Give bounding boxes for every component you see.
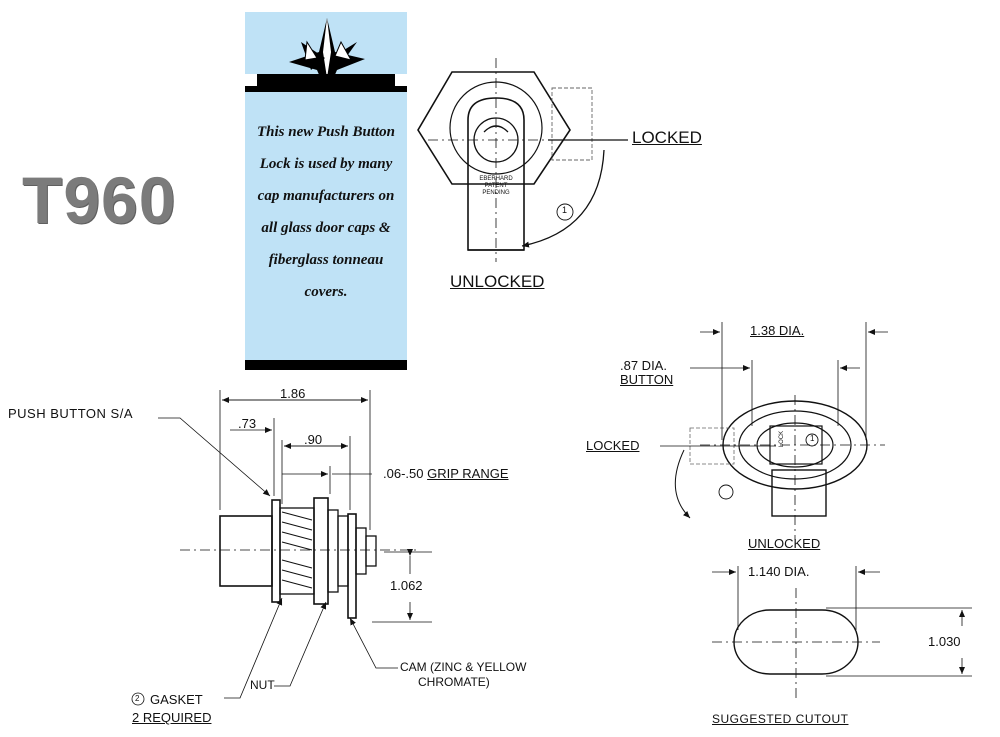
front-unlocked-label: UNLOCKED [450,272,545,291]
front-circle-label: 1 [562,205,568,215]
push-button-label: PUSH BUTTON S/A [8,406,134,421]
front-view [417,58,628,262]
rear-unlocked-label: UNLOCKED [748,536,821,551]
grip-range-label: .06-.50 GRIP RANGE [383,466,509,481]
dim-1062: 1.062 [390,578,423,593]
rear-locked-label: LOCKED [586,438,640,453]
front-locked-label: LOCKED [632,128,702,147]
panel-band-bottom [245,360,407,370]
star-logo [289,18,365,84]
panel-band-top [245,74,407,92]
rear-face-text: LOCK [779,430,786,448]
dim-1140-dia: 1.140 DIA. [748,564,810,579]
cutout-view [712,566,972,700]
dim-87-dia: .87 DIA. BUTTON [620,358,674,387]
dim-1030: 1.030 [928,634,961,649]
side-view [131,390,432,706]
rear-circle-label: 1 [810,434,815,443]
rear-view [660,322,888,540]
gasket-required-label: 2 REQUIRED [132,710,212,725]
info-panel: This new Push Button Lock is used by man… [245,12,407,370]
dim-overall: 1.86 [280,386,306,401]
dim-73: .73 [238,416,257,431]
dim-90: .90 [304,432,323,447]
cam-label: CAM (ZINC & YELLOW CHROMATE) [400,660,527,689]
dim-138-dia: 1.38 DIA. [750,323,805,338]
gasket-marker: 2 [135,694,140,703]
suggested-cutout-title: SUGGESTED CUTOUT [712,712,849,726]
model-number: T960 [22,163,177,237]
panel-notch-right [395,74,407,86]
front-face-text: EBERHARD PATENT PENDING [479,176,513,196]
panel-notch-left [245,74,257,86]
panel-description: This new Push Button Lock is used by man… [257,124,395,300]
nut-label: NUT [250,678,275,692]
gasket-label: GASKET [150,692,203,707]
